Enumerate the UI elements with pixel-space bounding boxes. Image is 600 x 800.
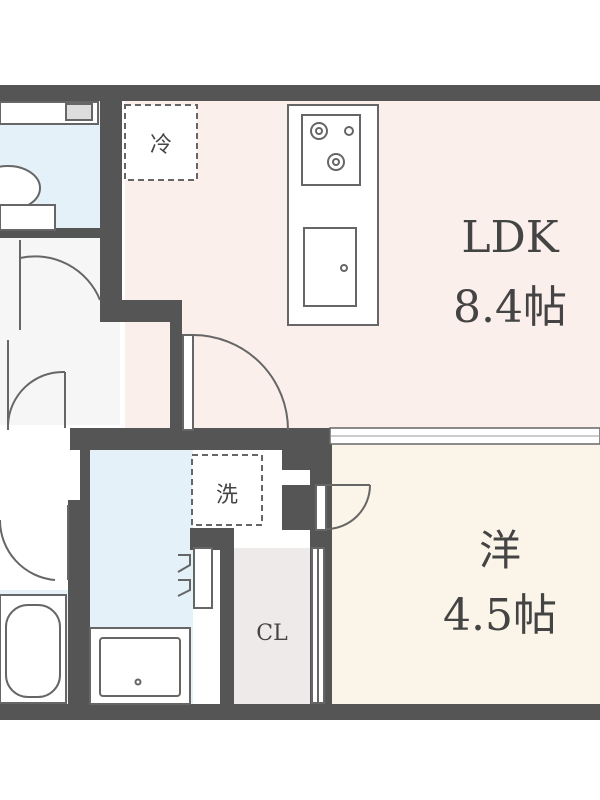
- wash-door: [177, 547, 213, 609]
- western-room-name: 洋: [479, 526, 521, 575]
- closet-door: [311, 547, 325, 704]
- bath-door: [0, 505, 69, 581]
- kitchen-counter: [287, 104, 379, 326]
- fridge: 冷: [124, 104, 198, 181]
- western-room-size: 4.5帖: [443, 590, 557, 641]
- toilet-door: [19, 240, 101, 330]
- western-room-door: [315, 484, 371, 531]
- fridge-label: 冷: [150, 133, 172, 158]
- wash-basin: [89, 627, 191, 705]
- corridor-doors: [7, 340, 66, 430]
- bathtub: [0, 594, 67, 704]
- closet-label: CL: [256, 621, 288, 646]
- partition-window: [329, 427, 600, 445]
- ldk-size: 8.4帖: [453, 282, 567, 333]
- closet-floor: [232, 548, 312, 705]
- western-room-floor: [330, 445, 600, 705]
- ldk-name: LDK: [461, 212, 559, 263]
- toilet: [0, 101, 99, 231]
- washer: 洗: [191, 454, 263, 526]
- washer-label: 洗: [216, 483, 238, 508]
- ldk-entrance-door: [182, 334, 289, 431]
